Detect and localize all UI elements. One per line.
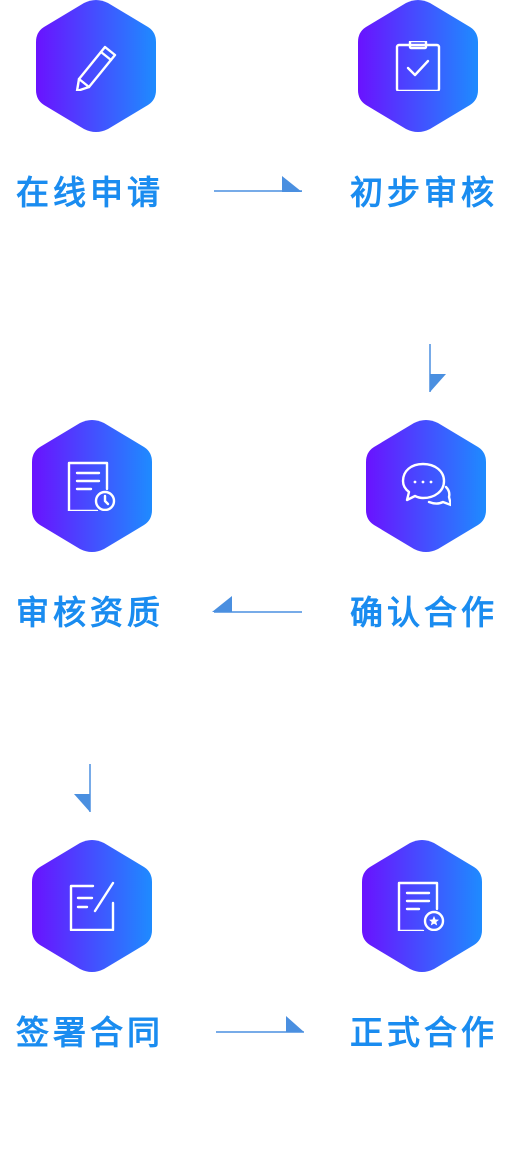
arrow-down-1: [429, 344, 446, 392]
step-qualification-review-hexagon: [32, 420, 152, 552]
step-confirm-cooperation-hexagon: [366, 420, 486, 552]
step-online-apply-hexagon: [36, 0, 156, 132]
step-label-sign-contract: 签署合同: [16, 1013, 164, 1052]
certificate-icon: [397, 881, 445, 931]
step-preliminary-review-hexagon: [358, 0, 478, 132]
step-label-online-apply: 在线申请: [16, 173, 164, 212]
step-label-preliminary-review: 初步审核: [350, 173, 498, 212]
arrow-down-2: [74, 764, 91, 812]
step-label-confirm-cooperation: 确认合作: [350, 593, 498, 632]
pencil-icon: [75, 45, 117, 91]
arrow-right-2: [216, 1016, 304, 1033]
step-sign-contract-hexagon: [32, 840, 152, 972]
document-clock-icon: [67, 461, 116, 511]
arrow-left-1: [212, 596, 302, 613]
chat-bubbles-icon: [401, 462, 451, 507]
arrow-right-1: [214, 176, 302, 192]
step-label-qualification-review: 审核资质: [16, 593, 164, 632]
step-formal-cooperation-hexagon: [362, 840, 482, 972]
clipboard-check-icon: [395, 41, 441, 91]
step-label-formal-cooperation: 正式合作: [350, 1013, 498, 1052]
sign-document-icon: [69, 881, 115, 931]
